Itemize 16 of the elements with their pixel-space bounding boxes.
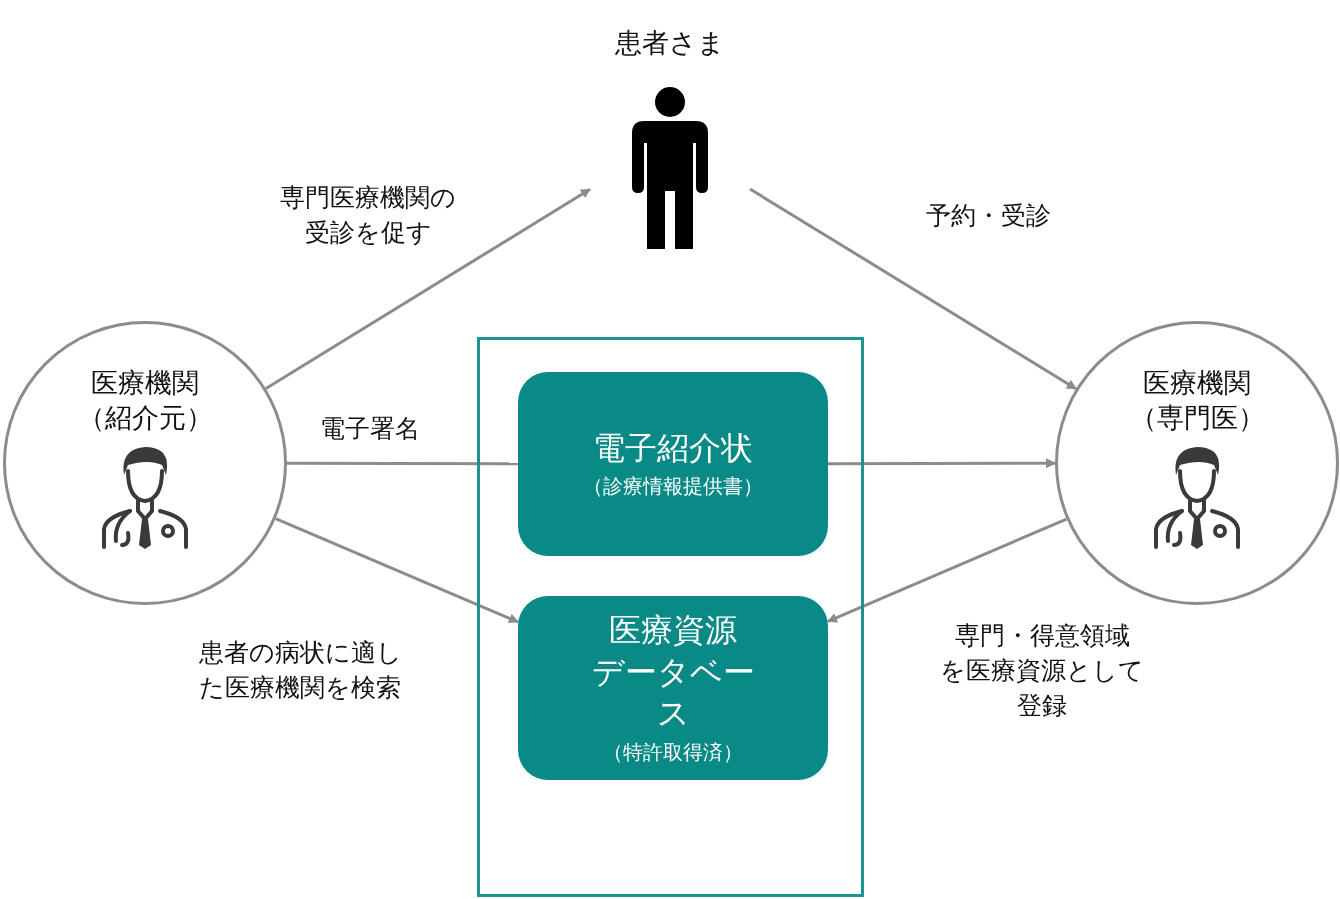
process-box — [518, 596, 828, 780]
arrow — [827, 517, 1068, 623]
arrow — [828, 458, 1056, 469]
box-subtitle: （診療情報提供書） — [583, 473, 763, 501]
process-box — [518, 372, 828, 556]
institution-label: 医療機関（紹介元） — [76, 365, 214, 435]
patient-label: 患者さま — [615, 26, 725, 60]
institution-label: 医療機関（専門医） — [1128, 365, 1266, 435]
box-title: 医療資源データベース — [590, 610, 756, 735]
arrow — [265, 187, 591, 390]
connector-line — [287, 461, 518, 466]
arrow — [749, 187, 1077, 391]
arrow — [275, 517, 519, 624]
box-subtitle: （特許取得済） — [603, 738, 743, 766]
frame-box — [477, 337, 864, 897]
box-title: 電子紹介状 — [592, 427, 754, 469]
